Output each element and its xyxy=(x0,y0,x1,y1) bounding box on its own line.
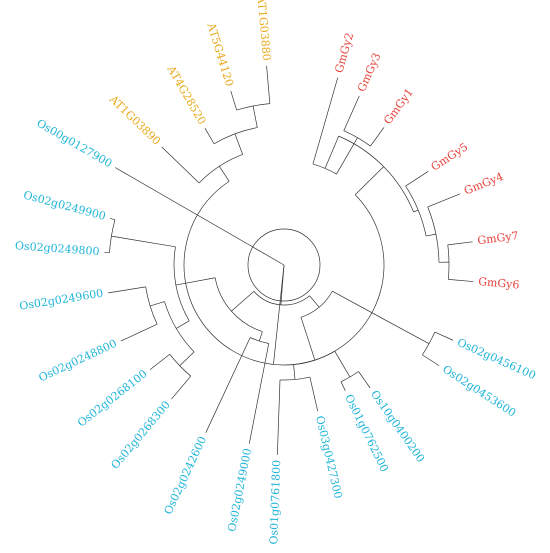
leaf-label-os02g0268100: Os02g0268100 xyxy=(75,367,150,429)
tree-branch xyxy=(110,218,116,221)
tree-branch xyxy=(150,301,165,307)
tree-branch xyxy=(230,90,237,111)
leaf-label-gmgy7: GmGy7 xyxy=(477,229,519,247)
leaf-label-gmgy4: GmGy4 xyxy=(462,170,505,197)
tree-branches xyxy=(104,65,474,455)
leaf-label-os02g0453600: Os02g0453600 xyxy=(440,363,518,420)
leaf-label-at4g28520: AT4G28520 xyxy=(164,63,208,127)
leaf-label-gmgy3: GmGy3 xyxy=(355,51,384,94)
tree-branch xyxy=(405,171,429,187)
tree-branch xyxy=(111,235,176,248)
tree-branch xyxy=(108,286,146,294)
tree-branch xyxy=(252,105,258,128)
tree-branch xyxy=(405,185,427,237)
tree-branch xyxy=(370,127,385,147)
tree-branch xyxy=(340,371,359,383)
tree-branch xyxy=(309,295,320,308)
leaf-label-gmgy5: GmGy5 xyxy=(429,140,471,173)
tree-branch xyxy=(338,135,414,213)
leaf-label-os01g0761800: Os01g0761800 xyxy=(267,460,283,545)
tree-branch xyxy=(426,233,436,237)
tree-branch xyxy=(413,209,419,213)
leaf-label-gmgy1: GmGy1 xyxy=(381,86,416,127)
tree-branch xyxy=(114,167,285,266)
leaf-label-gmgy6: GmGy6 xyxy=(478,275,520,292)
tree-branch xyxy=(183,181,385,366)
tree-branch xyxy=(293,350,335,365)
tree-branch xyxy=(176,320,190,329)
tree-branch xyxy=(324,135,340,169)
tree-branch xyxy=(164,301,195,353)
leaf-label-os02g0249000: Os02g0249000 xyxy=(225,447,254,533)
tree-branch xyxy=(312,163,337,175)
leaf-label-os03g0427300: Os03g0427300 xyxy=(313,414,345,499)
tree-branch xyxy=(175,277,216,286)
tree-branch xyxy=(236,103,270,111)
tree-branch xyxy=(173,246,190,322)
tree-branch xyxy=(312,77,339,165)
tree-branch xyxy=(434,331,454,341)
tree-branch xyxy=(300,291,333,318)
tree-branch xyxy=(336,137,358,175)
tree-branch xyxy=(214,277,263,332)
leaf-label-at1g03890: AT1G03890 xyxy=(106,92,163,148)
tree-branch xyxy=(422,354,440,367)
tree-branch xyxy=(273,264,285,365)
tree-branch xyxy=(448,279,474,282)
leaf-label-os02g0249800: Os02g0249800 xyxy=(15,239,100,258)
tree-branch xyxy=(179,351,195,366)
tree-branch xyxy=(198,154,243,184)
tree-branch xyxy=(258,331,263,342)
tree-branch xyxy=(120,323,158,342)
leaf-label-gmgy2: GmGy2 xyxy=(332,31,356,74)
tree-branch xyxy=(340,381,346,391)
leaf-label-os02g0248800: Os02g0248800 xyxy=(37,337,119,385)
leaf-label-os02g0268300: Os02g0268300 xyxy=(108,398,172,471)
tree-branch xyxy=(300,317,316,361)
tree-branch xyxy=(354,166,384,195)
tree-branch xyxy=(248,343,270,444)
leaf-label-at1g03880: AT1G03880 xyxy=(254,0,273,61)
tree-branch xyxy=(280,264,285,305)
leaf-label-os00g0127900: Os00g0127900 xyxy=(34,117,114,171)
tree-branch xyxy=(231,291,255,312)
tree-branch xyxy=(213,127,258,145)
leaf-label-os02g0249600: Os02g0249600 xyxy=(18,287,104,313)
leaf-label-os02g0249900: Os02g0249900 xyxy=(22,188,107,222)
tree-branch xyxy=(253,291,310,306)
tree-branch xyxy=(161,146,200,184)
tree-branch xyxy=(234,133,244,155)
tree-branch xyxy=(171,375,192,400)
leaf-label-os02g0242600: Os02g0242600 xyxy=(162,434,210,516)
tree-branch xyxy=(266,65,271,104)
tree-branch xyxy=(427,193,461,208)
tree-branch xyxy=(204,127,215,144)
tree-branch xyxy=(149,353,170,370)
tree-branch xyxy=(358,371,371,389)
tree-branch xyxy=(332,290,430,345)
tree-branch xyxy=(427,206,440,263)
tree-branch xyxy=(293,364,296,380)
tree-branch xyxy=(205,337,251,433)
tree-branch xyxy=(447,241,473,246)
tree-branch xyxy=(219,166,230,182)
root-ring xyxy=(247,228,321,302)
tree-branch xyxy=(309,376,319,412)
leaf-label-at5g44120: AT5G44120 xyxy=(204,21,236,88)
tree-branch xyxy=(334,350,351,378)
tree-branch xyxy=(277,379,281,455)
tree-branch xyxy=(343,95,360,131)
tree-leaf-labels: GmGy2GmGy3GmGy1GmGy5GmGy4GmGy7GmGy6Os02g… xyxy=(15,0,538,545)
